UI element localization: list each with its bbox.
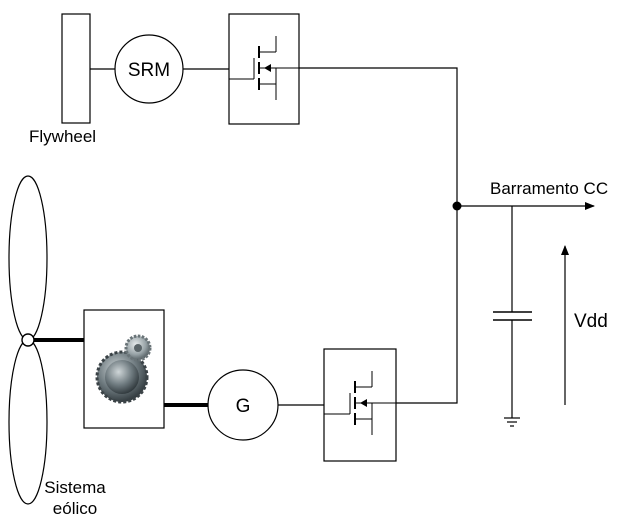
bus-wire-top: [299, 67, 458, 206]
flywheel-block: [61, 13, 91, 124]
srm-label: SRM: [128, 60, 170, 81]
generator-label: G: [236, 396, 251, 417]
transistor-switch-icon: [323, 348, 397, 462]
capacitor: [493, 206, 532, 418]
vdd-label: Vdd: [574, 311, 608, 332]
ground-symbol: [504, 417, 520, 427]
converter-bottom: [323, 348, 397, 462]
bus-wire-bottom: [396, 206, 458, 404]
wind-system-label-line1: Sistema: [44, 478, 106, 497]
converter-top: [228, 13, 300, 125]
wind-turbine-blades: [8, 175, 48, 505]
bus-label: Barramento CC: [490, 179, 608, 198]
transistor-switch-icon: [228, 13, 300, 125]
wind-system-label-line2: eólico: [53, 499, 97, 518]
flywheel-label: Flywheel: [29, 127, 96, 146]
gear-icon: [95, 334, 152, 404]
